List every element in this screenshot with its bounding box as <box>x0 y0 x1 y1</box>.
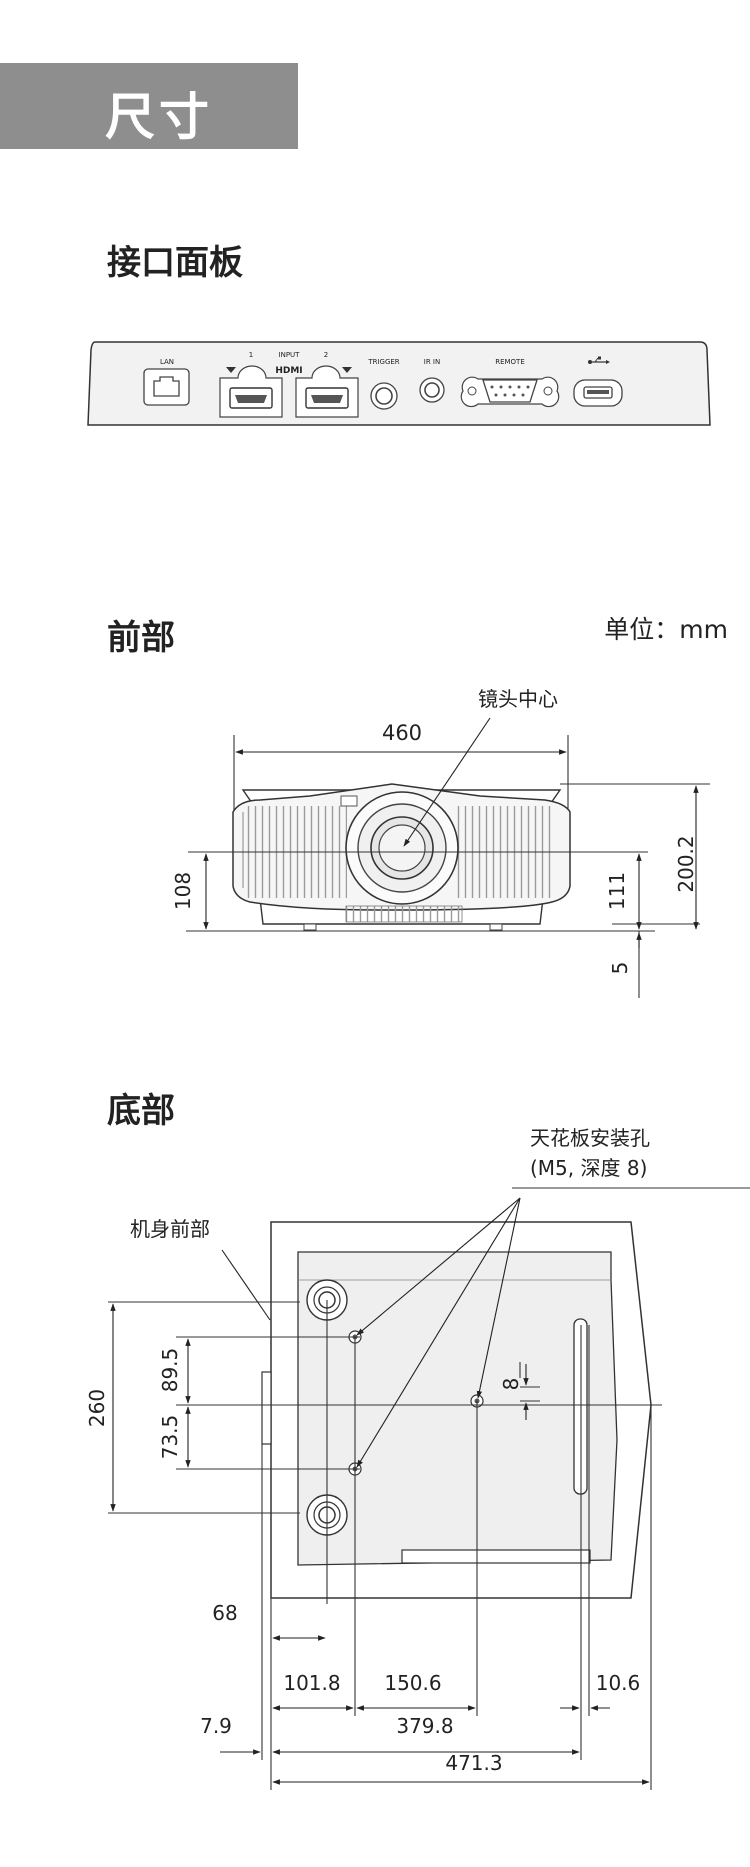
dim-lens-height-111: 111 <box>605 872 629 910</box>
section-title-panel: 接口面板 <box>107 243 243 283</box>
lan-label: LAN <box>160 358 174 366</box>
sensor-window <box>340 795 358 807</box>
vent-grille-bottom <box>345 905 463 923</box>
input-label: INPUT <box>279 351 301 359</box>
dim-471-3: 471.3 <box>445 1751 502 1775</box>
arrow-down-icon <box>226 367 236 373</box>
trigger-label: TRIGGER <box>367 358 399 366</box>
hdmi-logo: HDMI <box>275 366 302 376</box>
hdmi1-number: 1 <box>249 351 253 359</box>
section-title-front: 前部 <box>107 618 175 658</box>
lens-center-label: 镜头中心 <box>478 687 558 711</box>
front-view: 460 镜头中心 108 111 200.2 5 <box>171 687 710 998</box>
hdmi2-number: 2 <box>324 351 328 359</box>
dim-73-5: 73.5 <box>158 1415 182 1460</box>
remote-label: REMOTE <box>495 358 525 366</box>
dim-101-8: 101.8 <box>283 1671 340 1695</box>
section-title-bottom: 底部 <box>107 1091 175 1131</box>
dim-379-8: 379.8 <box>396 1714 453 1738</box>
usb-icon <box>588 356 610 364</box>
dim-150-6: 150.6 <box>384 1671 441 1695</box>
dim-89-5: 89.5 <box>158 1348 182 1393</box>
mount-spec-label: (M5, 深度 8) <box>530 1156 647 1180</box>
dim-7-9: 7.9 <box>200 1714 232 1738</box>
mount-holes-label: 天花板安装孔 <box>530 1126 650 1150</box>
dim-offset-8: 8 <box>499 1378 523 1391</box>
unit-label: 单位：mm <box>604 615 728 644</box>
dim-width-460: 460 <box>382 721 422 745</box>
trigger-jack-icon <box>370 382 398 410</box>
side-connector <box>261 1371 272 1445</box>
dim-depth-260: 260 <box>85 1389 109 1427</box>
front-of-unit-label: 机身前部 <box>130 1217 210 1241</box>
ir-in-label: IR IN <box>424 358 440 366</box>
lan-port-icon <box>143 368 190 406</box>
dim-height-200-2: 200.2 <box>674 835 698 892</box>
bottom-view: 天花板安装孔 (M5, 深度 8) 机身前部 260 89.5 73.5 8 6… <box>85 1126 750 1790</box>
dim-10-6: 10.6 <box>596 1671 641 1695</box>
page-header: 尺寸 <box>0 63 298 149</box>
ir-in-jack-icon <box>419 377 445 403</box>
page-title: 尺寸 <box>105 88 213 146</box>
dim-68: 68 <box>212 1601 237 1625</box>
dim-foot-5: 5 <box>608 962 632 975</box>
dim-lens-height-108: 108 <box>171 872 195 910</box>
connector-panel: LAN 1 INPUT 2 HDMI TRIGGER IR IN REMOTE <box>87 341 711 426</box>
arrow-down-icon <box>342 367 352 373</box>
